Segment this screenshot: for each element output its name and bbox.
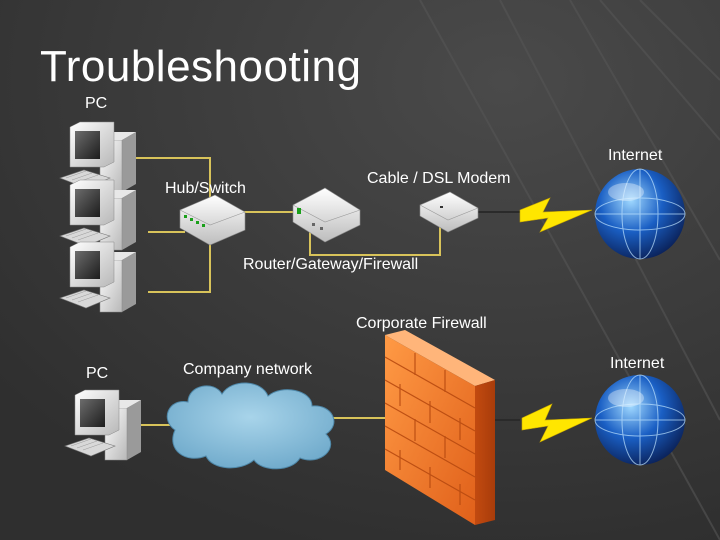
pc-top-label: PC bbox=[85, 95, 108, 112]
hub-switch-label: Hub/Switch bbox=[165, 180, 246, 197]
internet-top-label: Internet bbox=[608, 147, 663, 164]
modem-label: Cable / DSL Modem bbox=[367, 170, 511, 187]
firewall-icon[interactable] bbox=[384, 330, 495, 525]
lightning-icon bbox=[521, 403, 593, 443]
router-label: Router/Gateway/Firewall bbox=[243, 256, 419, 273]
pc-icon[interactable] bbox=[59, 179, 137, 251]
globe-icon[interactable] bbox=[594, 374, 686, 466]
hub-icon[interactable] bbox=[179, 194, 246, 246]
lightning-icon bbox=[519, 197, 593, 233]
pc-icon[interactable] bbox=[59, 241, 137, 313]
cloud-icon bbox=[166, 382, 335, 470]
globe-icon[interactable] bbox=[594, 168, 686, 260]
company-network-label: Company network bbox=[183, 361, 312, 378]
page-title: Troubleshooting bbox=[40, 42, 362, 91]
internet-bottom-label: Internet bbox=[610, 355, 665, 372]
pc-bottom-label: PC bbox=[86, 365, 109, 382]
router-icon[interactable] bbox=[292, 187, 361, 243]
modem-icon[interactable] bbox=[419, 191, 479, 233]
corporate-firewall-label: Corporate Firewall bbox=[356, 315, 487, 332]
pc-icon[interactable] bbox=[64, 389, 142, 461]
